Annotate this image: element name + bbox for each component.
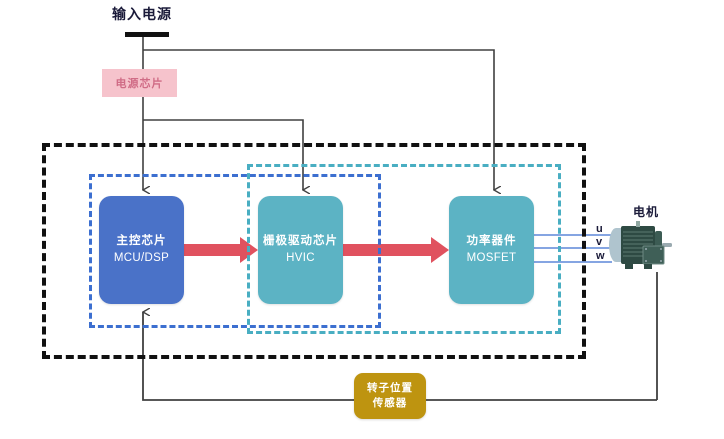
block-mcu-subtitle: MCU/DSP bbox=[113, 252, 170, 264]
block-hvic-title: 栅极驱动芯片 bbox=[263, 234, 338, 247]
phase-label-v: v bbox=[596, 236, 603, 248]
sensor-subtitle: 传感器 bbox=[372, 397, 408, 409]
phase-label-w: w bbox=[596, 250, 605, 262]
signal-arrow-hvic-to-mosfet bbox=[343, 237, 449, 263]
motor-label: 电机 bbox=[633, 205, 660, 219]
motor-icon bbox=[609, 221, 672, 269]
grouping-power-stage bbox=[247, 164, 561, 334]
input-power-label: 输入电源 bbox=[112, 6, 172, 22]
grouping-control-stage bbox=[89, 174, 381, 328]
wire-sensor-to-mcu-left bbox=[143, 312, 354, 401]
block-mosfet-title: 功率器件 bbox=[466, 234, 517, 247]
phase-label-u: u bbox=[596, 223, 603, 235]
block-gate-driver-hvic[interactable]: 栅极驱动芯片 HVIC bbox=[258, 196, 343, 304]
block-rotor-position-sensor[interactable]: 转子位置 传感器 bbox=[354, 373, 426, 419]
block-mcu-title: 主控芯片 bbox=[116, 234, 167, 247]
sensor-title: 转子位置 bbox=[367, 381, 413, 394]
power-chip-block[interactable]: 电源芯片 bbox=[102, 69, 177, 97]
grouping-outer-module bbox=[42, 143, 586, 359]
block-hvic-subtitle: HVIC bbox=[286, 252, 315, 264]
block-mcu-dsp[interactable]: 主控芯片 MCU/DSP bbox=[99, 196, 184, 304]
block-mosfet-subtitle: MOSFET bbox=[466, 252, 517, 264]
power-rail-bar bbox=[125, 32, 169, 37]
signal-arrow-mcu-to-hvic bbox=[184, 237, 258, 263]
power-chip-label: 电源芯片 bbox=[115, 78, 164, 90]
block-power-device-mosfet[interactable]: 功率器件 MOSFET bbox=[449, 196, 534, 304]
